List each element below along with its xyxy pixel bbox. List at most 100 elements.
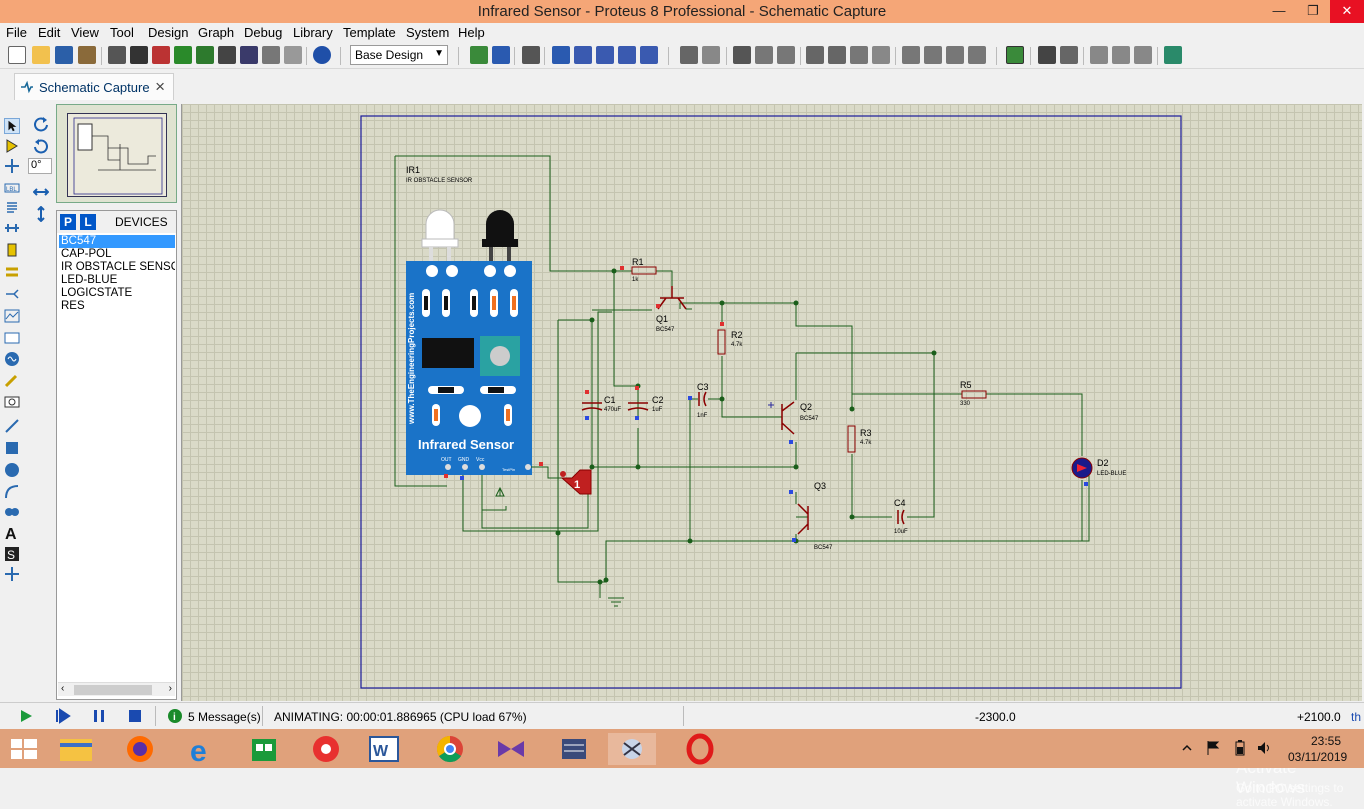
device-item-bc547[interactable]: BC547	[59, 235, 175, 248]
tape-recorder-icon[interactable]	[4, 330, 20, 346]
copy-icon[interactable]	[755, 46, 773, 64]
voltage-probe-icon[interactable]	[4, 372, 20, 388]
redo-icon[interactable]	[702, 46, 720, 64]
path-tool-icon[interactable]	[4, 504, 20, 520]
pcb-icon[interactable]	[152, 46, 170, 64]
zoom-area-icon[interactable]	[640, 46, 658, 64]
menu-debug[interactable]: Debug	[244, 25, 283, 40]
pick-device-icon[interactable]	[902, 46, 920, 64]
home-icon[interactable]	[108, 46, 126, 64]
chevron-up-icon[interactable]	[1182, 743, 1192, 753]
save-icon[interactable]	[55, 46, 73, 64]
search-icon[interactable]	[1038, 46, 1056, 64]
menu-edit[interactable]: Edit	[38, 25, 61, 40]
wire-autorouter-icon[interactable]	[1006, 46, 1024, 64]
refresh-icon[interactable]	[470, 46, 488, 64]
new-file-icon[interactable]	[8, 46, 26, 64]
grid-icon[interactable]	[492, 46, 510, 64]
device-item-logicstate[interactable]: LOGICSTATE	[61, 287, 133, 299]
device-list-scrollbar[interactable]: ‹ ›	[58, 682, 175, 696]
zoom-all-icon[interactable]	[618, 46, 636, 64]
circle-tool-icon[interactable]	[4, 462, 20, 478]
undo-icon[interactable]	[680, 46, 698, 64]
menu-help[interactable]: Help	[458, 25, 485, 40]
design-explorer-icon[interactable]	[240, 46, 258, 64]
wire-label-icon[interactable]: LBL	[4, 180, 20, 196]
close-window-button[interactable]: ✕	[1330, 0, 1364, 23]
flag-icon[interactable]	[1206, 740, 1220, 756]
device-item-cap-pol[interactable]: CAP-POL	[61, 248, 112, 260]
junction-dot-icon[interactable]	[4, 158, 20, 174]
mirror-horizontal-icon[interactable]	[33, 184, 49, 200]
battery-icon[interactable]	[1234, 740, 1246, 756]
component-mode-icon[interactable]	[4, 138, 20, 154]
menu-file[interactable]: File	[6, 25, 27, 40]
device-item-ir-obstacle-sensor[interactable]: IR OBSTACLE SENSOR	[61, 261, 175, 273]
visual-studio-icon[interactable]	[488, 733, 536, 765]
open-folder-icon[interactable]	[32, 46, 50, 64]
device-item-led-blue[interactable]: LED-BLUE	[61, 274, 118, 286]
library-manager-button[interactable]: L	[80, 214, 96, 230]
step-icon[interactable]	[55, 708, 71, 724]
rotate-anticlockwise-icon[interactable]	[33, 138, 49, 154]
pick-devices-button[interactable]: P	[60, 214, 76, 230]
rotation-angle-field[interactable]: 0°	[28, 158, 52, 174]
clock-time[interactable]: 23:55	[1310, 734, 1342, 748]
chrome-icon[interactable]	[426, 733, 474, 765]
gerber-icon[interactable]	[174, 46, 192, 64]
selection-mode-icon[interactable]	[4, 118, 20, 134]
arc-tool-icon[interactable]	[4, 484, 20, 500]
opera-icon[interactable]	[676, 733, 724, 765]
device-pins-icon[interactable]	[4, 286, 20, 302]
schematic-canvas[interactable]: IR1 IR OBSTACLE SENSOR	[181, 104, 1362, 809]
symbol-tool-icon[interactable]: S	[4, 546, 20, 562]
line-tool-icon[interactable]	[4, 418, 20, 434]
task-manager-icon[interactable]	[550, 733, 598, 765]
pan-icon[interactable]	[552, 46, 570, 64]
help-icon[interactable]	[313, 46, 331, 64]
menu-view[interactable]: View	[71, 25, 99, 40]
terminals-icon[interactable]	[4, 264, 20, 280]
buses-icon[interactable]	[4, 220, 20, 236]
menu-library[interactable]: Library	[293, 25, 333, 40]
menu-template[interactable]: Template	[343, 25, 396, 40]
text-script-icon[interactable]	[4, 200, 20, 216]
property-tool-icon[interactable]	[1060, 46, 1078, 64]
zoom-in-icon[interactable]	[574, 46, 592, 64]
word-icon[interactable]: W	[360, 733, 408, 765]
exit-to-parent-icon[interactable]	[1134, 46, 1152, 64]
zoom-out-icon[interactable]	[596, 46, 614, 64]
origin-icon[interactable]	[522, 46, 540, 64]
minimize-button[interactable]: —	[1272, 3, 1286, 18]
block-delete-icon[interactable]	[872, 46, 890, 64]
block-copy-icon[interactable]	[806, 46, 824, 64]
bom-icon[interactable]	[218, 46, 236, 64]
messages-count[interactable]: 5 Message(s)	[188, 710, 261, 724]
menu-design[interactable]: Design	[148, 25, 189, 40]
design-select[interactable]: Base Design ▼	[350, 45, 448, 65]
windows-start-icon[interactable]	[0, 733, 48, 765]
internet-explorer-icon[interactable]: e	[178, 733, 226, 765]
firefox-icon[interactable]	[116, 733, 164, 765]
device-item-res[interactable]: RES	[61, 300, 85, 312]
source-code-icon[interactable]	[262, 46, 280, 64]
menu-system[interactable]: System	[406, 25, 450, 40]
overview-window[interactable]	[56, 104, 177, 203]
file-explorer-icon[interactable]	[52, 733, 100, 765]
netlist-icon[interactable]	[1164, 46, 1182, 64]
unit-label[interactable]: th	[1351, 710, 1362, 724]
scroll-right-icon[interactable]: ›	[168, 683, 172, 694]
marker-tool-icon[interactable]	[4, 566, 20, 582]
scroll-thumb[interactable]	[74, 685, 152, 695]
3d-view-icon[interactable]	[196, 46, 214, 64]
stop-icon[interactable]	[127, 708, 143, 724]
pause-icon[interactable]	[91, 708, 107, 724]
scroll-left-icon[interactable]: ‹	[61, 683, 65, 694]
camera-app-icon[interactable]	[302, 733, 350, 765]
virtual-instruments-icon[interactable]	[4, 394, 20, 410]
menu-tool[interactable]: Tool	[110, 25, 134, 40]
graph-mode-icon[interactable]	[4, 308, 20, 324]
clock-date[interactable]: 03/11/2019	[1288, 750, 1348, 764]
volume-icon[interactable]	[1256, 740, 1272, 756]
notes-icon[interactable]	[284, 46, 302, 64]
